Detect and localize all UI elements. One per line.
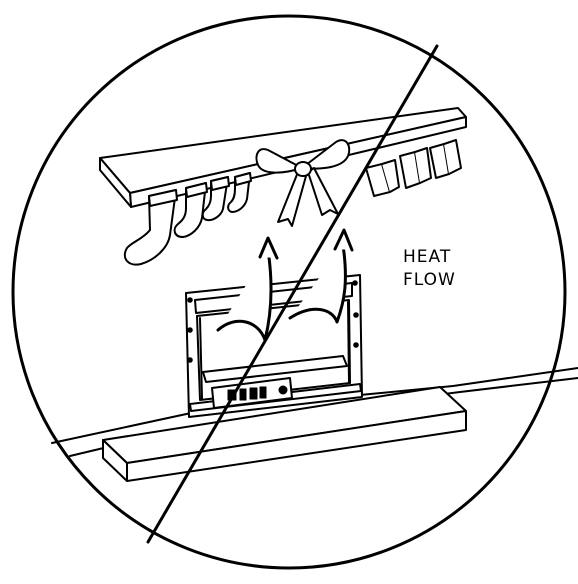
stocking-icon <box>201 176 230 222</box>
stocking-icon <box>429 139 462 179</box>
stocking-icon <box>173 182 208 238</box>
stocking-icon <box>399 147 432 189</box>
stocking-icon <box>365 159 400 197</box>
bow-icon <box>255 139 351 227</box>
stocking-icon <box>123 189 178 266</box>
hearth-slab <box>102 386 467 482</box>
heat-arrow-icon <box>288 228 354 324</box>
heat-flow-label-line1: HEAT <box>403 247 451 267</box>
prohibition-circle-icon <box>11 14 567 570</box>
stocking-icon <box>227 172 252 213</box>
heat-flow-label-line2: FLOW <box>403 270 456 290</box>
